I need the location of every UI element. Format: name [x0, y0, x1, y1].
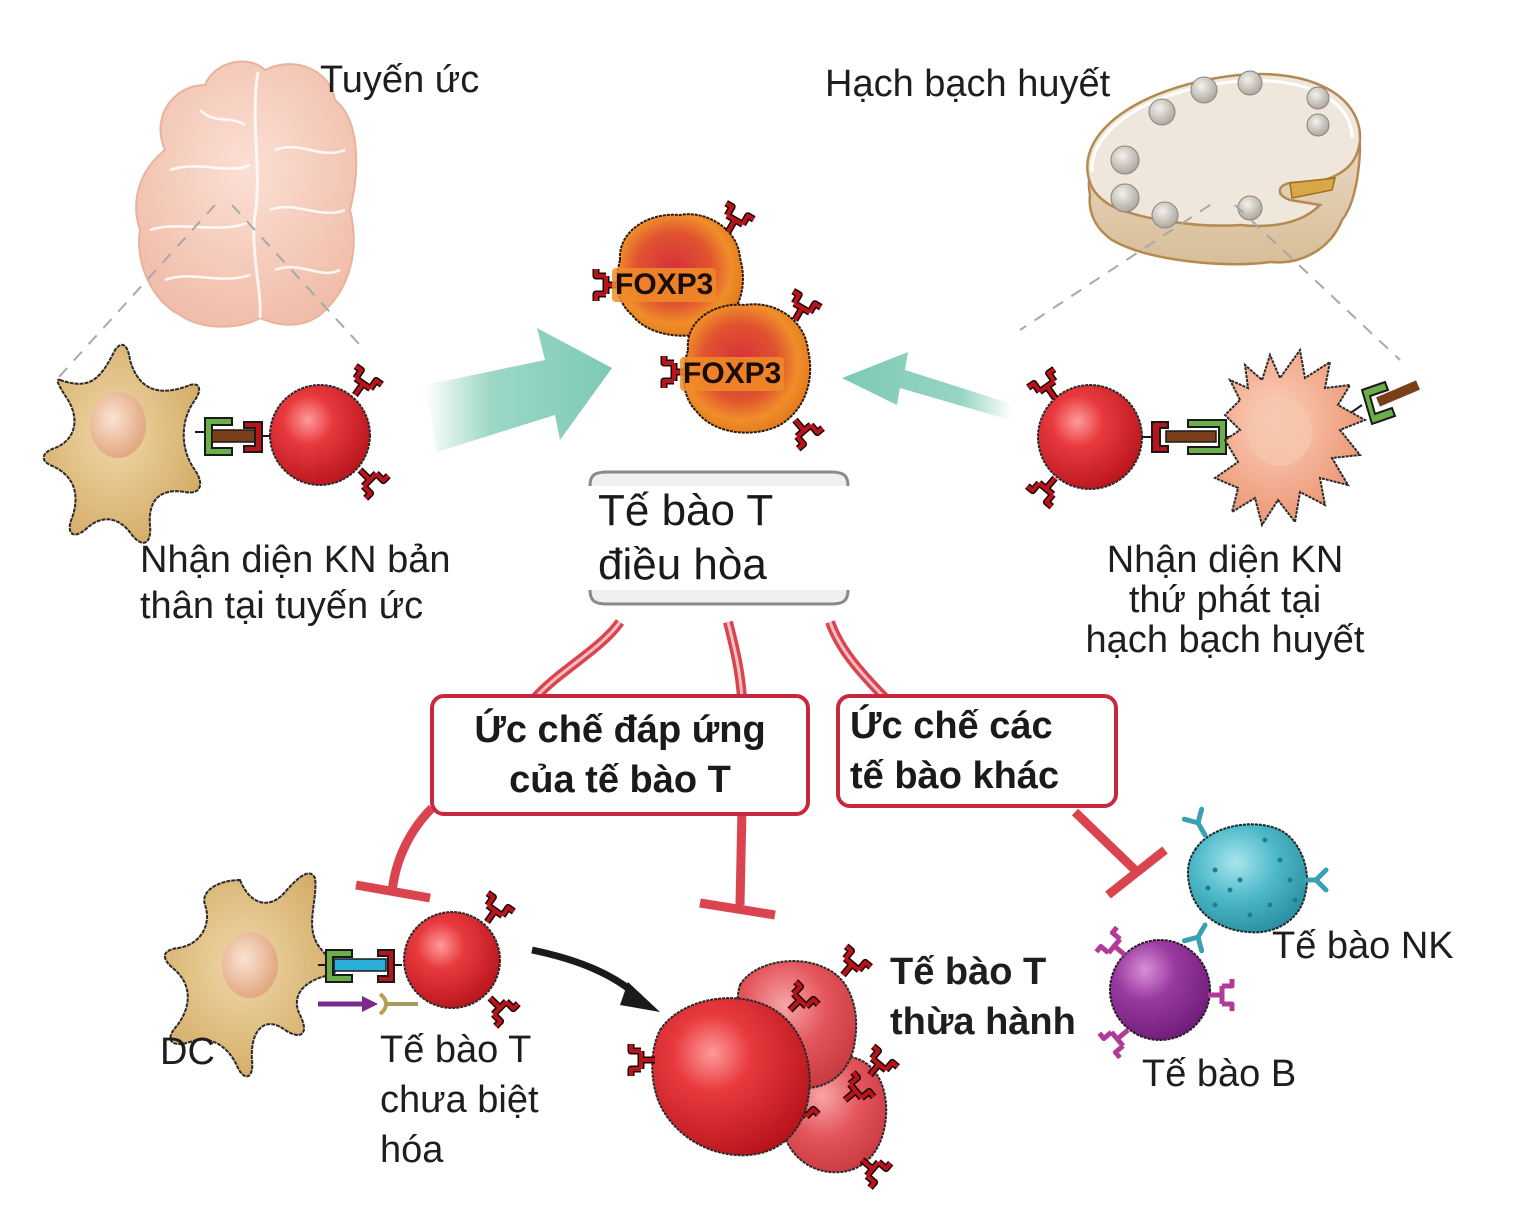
mhc-tcr-costim-complex	[318, 949, 418, 1016]
lymph-t-cell	[1027, 369, 1143, 507]
dc-label: DC	[160, 1031, 215, 1073]
thymic-t-cell	[269, 366, 388, 498]
treg-connectors	[531, 618, 889, 702]
lymph-node-label: Hạch bạch huyết	[825, 63, 1111, 105]
suppress-t-line2: của tế bào T	[509, 759, 731, 801]
naive-t-cell	[403, 893, 518, 1026]
mhc-tcr-complex-left	[195, 417, 270, 456]
treg-label-brackets	[588, 470, 850, 606]
suppress-other-line1: Ức chế các	[850, 705, 1053, 747]
nk-cell-label: Tế bào NK	[1272, 925, 1454, 967]
b-cell-label: Tế bào B	[1142, 1053, 1297, 1095]
inhibitor-naive-t	[355, 804, 436, 903]
suppress-t-line1: Ức chế đáp ứng	[474, 709, 766, 751]
nk-cell	[1184, 809, 1326, 951]
lymph-node-organ	[1086, 70, 1362, 266]
suppress-t-response-box: Ức chế đáp ứng của tế bào T	[430, 694, 810, 816]
effector-t-cell-1	[631, 997, 811, 1157]
naive-t-line1: Tế bào T	[380, 1029, 532, 1071]
bottom-dc-cell	[163, 872, 338, 1078]
mhc-complex-right-free	[1351, 380, 1420, 426]
thymic-dc-cell	[42, 343, 202, 544]
effector-t-line1: Tế bào T	[890, 951, 1047, 993]
differentiation-arrow	[531, 946, 660, 1012]
treg-label-line1: Tế bào T	[598, 486, 774, 535]
treg-label-line2: điều hòa	[598, 540, 767, 589]
foxp3-marker-2: FOXP3	[680, 357, 785, 391]
thymus-label: Tuyến ức	[320, 59, 480, 101]
thymus-organ	[135, 60, 358, 328]
treg-label-box: Tế bào T điều hòa	[588, 468, 850, 608]
suppress-other-cells-box: Ức chế các tế bào khác	[836, 694, 1118, 808]
arrow-lymph-to-treg	[842, 352, 1012, 420]
suppress-other-line2: tế bào khác	[850, 755, 1060, 797]
naive-t-line3: hóa	[380, 1129, 444, 1171]
arrow-thymus-to-treg	[425, 328, 612, 452]
mhc-tcr-complex-right	[1142, 419, 1236, 455]
b-cell	[1096, 927, 1232, 1057]
inhibitor-effector-t	[699, 807, 776, 920]
thymus-recognition-line2: thân tại tuyến ức	[140, 585, 424, 627]
lymph-zoom-lines	[1019, 204, 1401, 361]
foxp3-marker-1: FOXP3	[612, 268, 717, 302]
inhibitor-other-cells	[1071, 808, 1168, 899]
effector-t-line2: thừa hành	[890, 1001, 1076, 1043]
lymph-recognition-line2: thứ phát tại	[1128, 579, 1322, 621]
thymus-recognition-line1: Nhận diện KN bản	[140, 539, 451, 581]
lymph-dc-cell	[1212, 347, 1368, 528]
lymph-recognition-line3: hạch bạch huyết	[1085, 619, 1365, 661]
lymph-recognition-line1: Nhận diện KN	[1106, 539, 1344, 581]
thymus-zoom-lines	[57, 204, 361, 379]
naive-t-line2: chưa biệt	[380, 1079, 539, 1121]
